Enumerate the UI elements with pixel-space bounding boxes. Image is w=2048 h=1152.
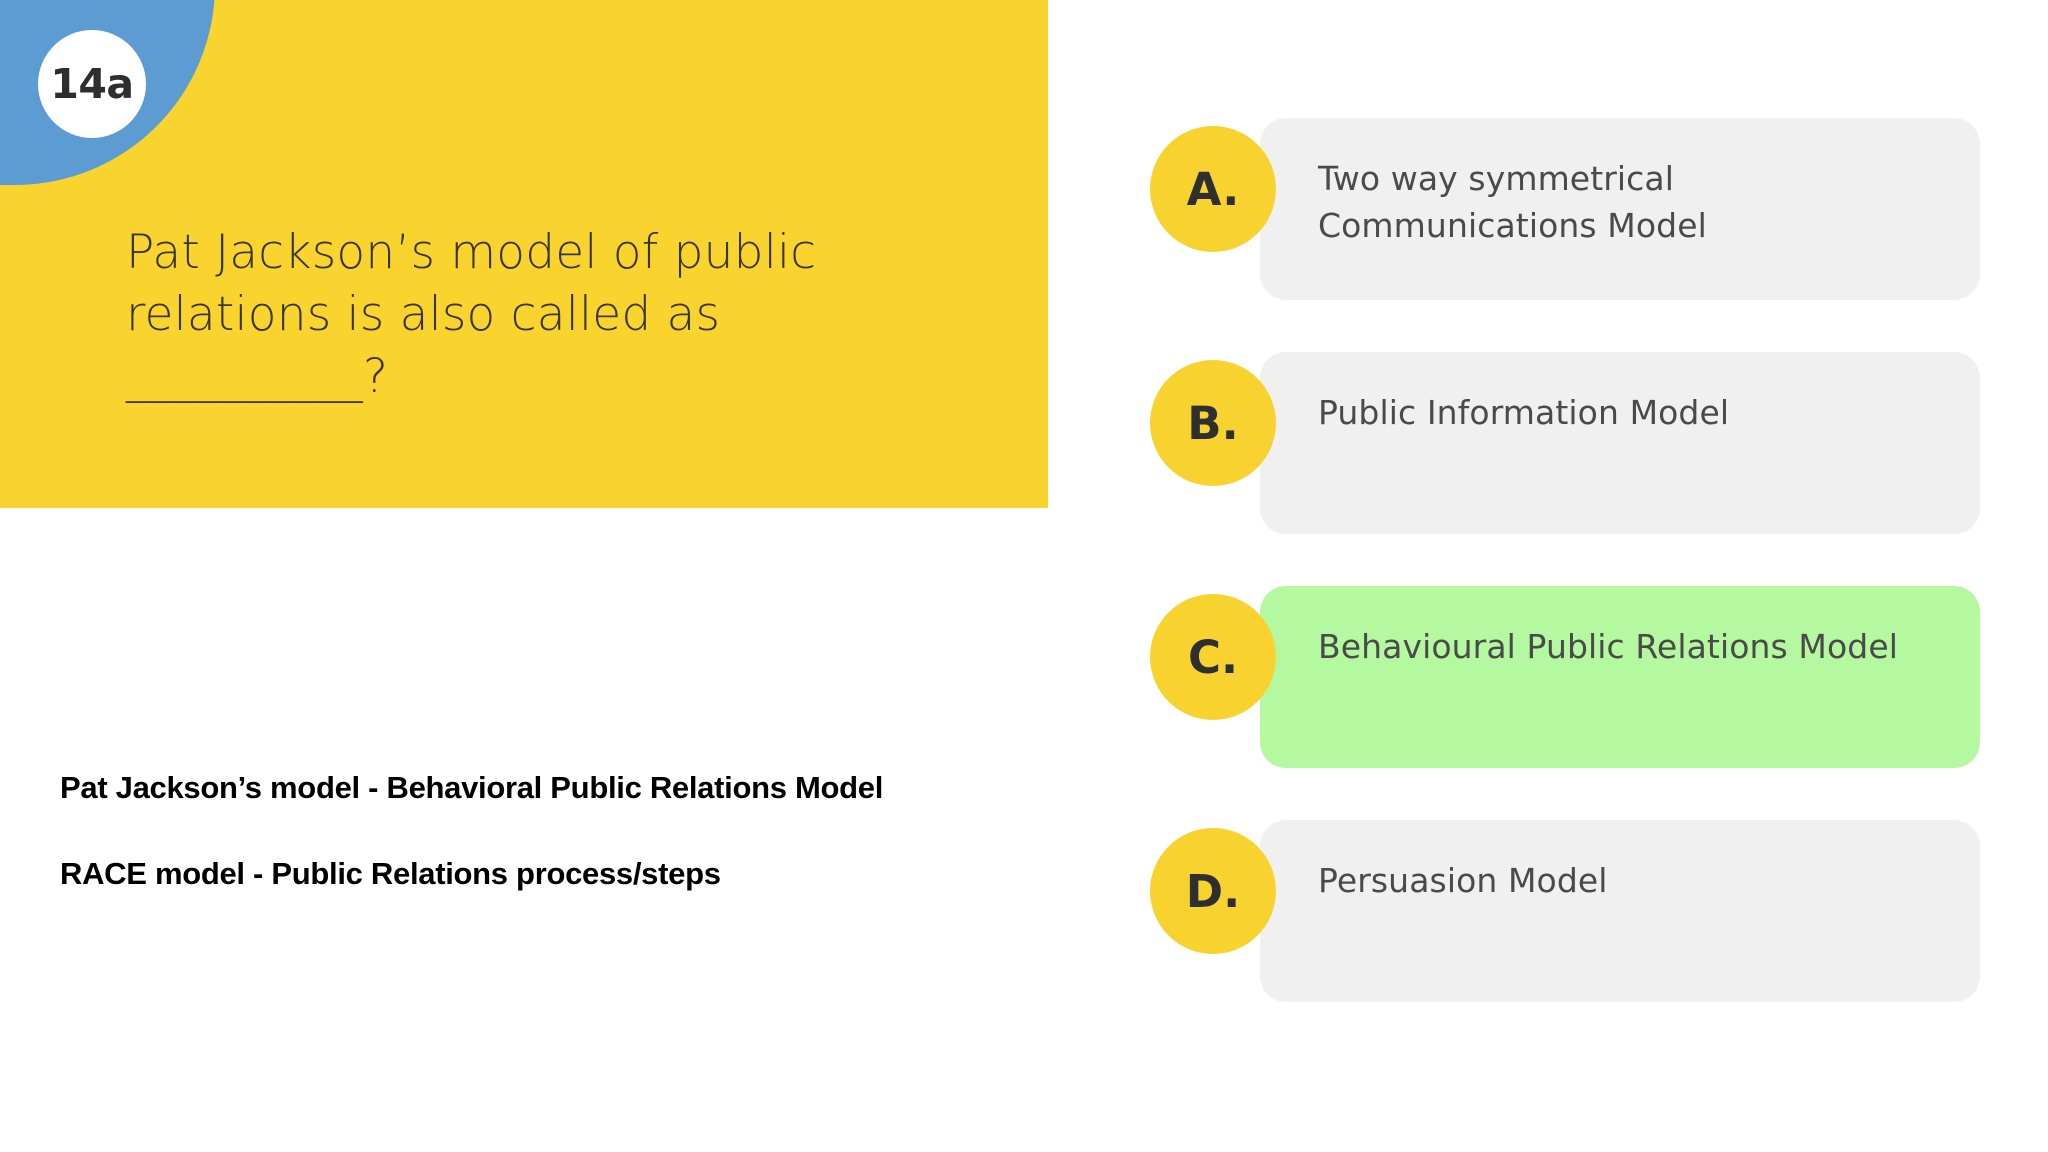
answer-option-b-letter: B. bbox=[1187, 396, 1239, 450]
answer-option-c-box[interactable]: Behavioural Public Relations Model bbox=[1260, 586, 1980, 768]
answer-option-b-label: Public Information Model bbox=[1318, 393, 1730, 432]
answer-option-c[interactable]: Behavioural Public Relations Model C. bbox=[1150, 586, 1980, 768]
answer-option-a[interactable]: Two way symmetrical Communications Model… bbox=[1150, 118, 1980, 300]
answer-option-d-letter: D. bbox=[1185, 864, 1241, 918]
question-panel: 14a Pat Jackson’s model of public relati… bbox=[0, 0, 1048, 508]
slide-number-badge: 14a bbox=[38, 30, 146, 138]
answer-option-c-label: Behavioural Public Relations Model bbox=[1318, 627, 1898, 666]
answer-options-list: Two way symmetrical Communications Model… bbox=[1150, 118, 1980, 1002]
question-text: Pat Jackson’s model of public relations … bbox=[126, 225, 817, 405]
answer-option-a-letter: A. bbox=[1186, 162, 1240, 216]
answer-option-d[interactable]: Persuasion Model D. bbox=[1150, 820, 1980, 1002]
slide-number-label: 14a bbox=[50, 59, 134, 108]
answer-option-a-box[interactable]: Two way symmetrical Communications Model bbox=[1260, 118, 1980, 300]
answer-option-d-label: Persuasion Model bbox=[1318, 861, 1608, 900]
answer-option-b-letter-badge[interactable]: B. bbox=[1150, 360, 1276, 486]
answer-option-b-box[interactable]: Public Information Model bbox=[1260, 352, 1980, 534]
answer-option-c-letter-badge[interactable]: C. bbox=[1150, 594, 1276, 720]
question-column: 14a Pat Jackson’s model of public relati… bbox=[0, 0, 1050, 896]
explanation-notes: Pat Jackson’s model - Behavioral Public … bbox=[60, 766, 1050, 896]
note-item: Pat Jackson’s model - Behavioral Public … bbox=[60, 770, 884, 805]
answer-option-a-label: Two way symmetrical Communications Model bbox=[1318, 159, 1707, 245]
answer-option-b[interactable]: Public Information Model B. bbox=[1150, 352, 1980, 534]
answer-option-d-letter-badge[interactable]: D. bbox=[1150, 828, 1276, 954]
answer-option-c-letter: C. bbox=[1187, 630, 1239, 684]
answer-option-a-letter-badge[interactable]: A. bbox=[1150, 126, 1276, 252]
answer-option-d-box[interactable]: Persuasion Model bbox=[1260, 820, 1980, 1002]
note-item: RACE model - Public Relations process/st… bbox=[60, 856, 721, 892]
